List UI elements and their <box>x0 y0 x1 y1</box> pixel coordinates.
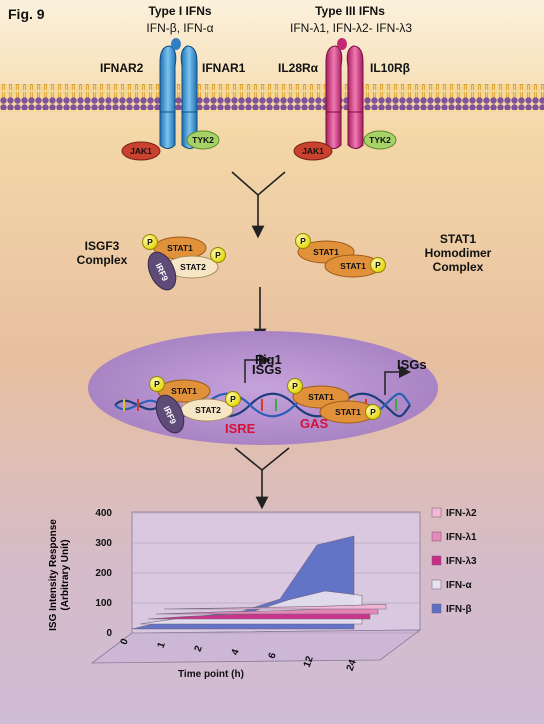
phospho-6: P <box>230 394 236 404</box>
stat1-homodimer-shape <box>295 233 386 278</box>
gas-label: GAS <box>300 416 329 431</box>
jak1-right <box>293 141 333 161</box>
legend-swatch-2 <box>431 555 442 566</box>
ytick-200: 200 <box>95 568 112 579</box>
xtick-2: 2 <box>193 644 205 653</box>
figure-label: Fig. 9 <box>8 6 45 22</box>
cell-membrane <box>0 84 544 112</box>
tyk2-left-label: TYK2 <box>192 135 214 145</box>
ytick-400: 400 <box>95 508 112 519</box>
nuclear-stat2-label: STAT2 <box>195 405 221 415</box>
il10rb-label: IL10Rβ <box>370 61 411 75</box>
ifnar1-label: IFNAR1 <box>202 61 246 75</box>
il28ra-label: IL28Rα <box>278 61 319 75</box>
homodimer-stat1-a-label: STAT1 <box>313 247 339 257</box>
isgf3-stat2-label: STAT2 <box>180 262 206 272</box>
jak1-left <box>121 141 161 161</box>
phospho-8: P <box>370 407 376 417</box>
isre-label: ISRE <box>225 421 256 436</box>
legend-label-0: IFN-λ2 <box>446 508 477 519</box>
legend-label-1: IFN-λ1 <box>446 532 477 543</box>
series-area-0 <box>163 603 387 610</box>
nuclear-stat1-label: STAT1 <box>171 386 197 396</box>
isgs-left-label: ISGs <box>252 362 282 377</box>
legend-swatch-4 <box>431 603 442 614</box>
type3-ligands: IFN-λ1, IFN-λ2- IFN-λ3 <box>290 21 412 35</box>
jak1-left-label: JAK1 <box>130 146 152 156</box>
xtick-24: 24 <box>345 658 359 673</box>
converge-arrow-2 <box>234 447 290 510</box>
chart-ylabel: ISG Intensity Response(Arbitrary Unit) <box>48 519 71 631</box>
xtick-1: 1 <box>156 640 168 649</box>
legend-swatch-1 <box>431 531 442 542</box>
tyk2-left <box>186 130 220 150</box>
ytick-0: 0 <box>106 628 112 639</box>
phospho-4: P <box>375 260 381 270</box>
ifnar2-label: IFNAR2 <box>100 61 144 75</box>
xtick-6: 6 <box>267 651 279 660</box>
legend-swatch-3 <box>431 579 442 590</box>
converge-arrow-1 <box>231 171 286 239</box>
phospho-1: P <box>147 237 153 247</box>
phospho-2: P <box>215 250 221 260</box>
chart-xlabel: Time point (h) <box>178 669 244 680</box>
isgs-right-label: ISGs <box>397 357 427 372</box>
xtick-12: 12 <box>302 654 316 669</box>
phospho-5: P <box>154 379 160 389</box>
isgf3-stat1-label: STAT1 <box>167 243 193 253</box>
tyk2-right-label: TYK2 <box>369 135 391 145</box>
type3-title: Type III IFNs <box>315 4 385 18</box>
nuclear-stat1-a-label: STAT1 <box>308 392 334 402</box>
series-area-1 <box>155 605 379 615</box>
homodimer-stat1-b-label: STAT1 <box>340 261 366 271</box>
ytick-300: 300 <box>95 538 112 549</box>
xtick-0: 0 <box>119 637 131 646</box>
ytick-100: 100 <box>95 598 112 609</box>
legend-label-2: IFN-λ3 <box>446 556 477 567</box>
type1-ligands: IFN-β, IFN-α <box>146 21 214 35</box>
isgs-right-arrow <box>384 366 411 395</box>
tyk2-right <box>363 130 397 150</box>
nuclear-stat1-b-label: STAT1 <box>335 407 361 417</box>
chart-floor <box>90 629 422 664</box>
legend-label-3: IFN-α <box>446 580 472 591</box>
phospho-7: P <box>292 381 298 391</box>
nuclear-stat1-dimer-shape <box>287 378 381 424</box>
type1-receptor <box>159 38 198 149</box>
type1-title: Type I IFNs <box>148 4 212 18</box>
xtick-4: 4 <box>230 647 242 656</box>
phospho-3: P <box>300 236 306 246</box>
nuclear-isgf3-shape <box>149 376 241 434</box>
jak1-right-label: JAK1 <box>302 146 324 156</box>
legend-swatch-0 <box>431 507 442 518</box>
legend-label-4: IFN-β <box>446 604 472 615</box>
isgf3-complex-shape <box>142 234 226 291</box>
isgs-left-arrow <box>244 354 271 383</box>
type3-receptor <box>325 38 364 149</box>
fig1-overlay-label: Fig1 <box>255 352 282 367</box>
